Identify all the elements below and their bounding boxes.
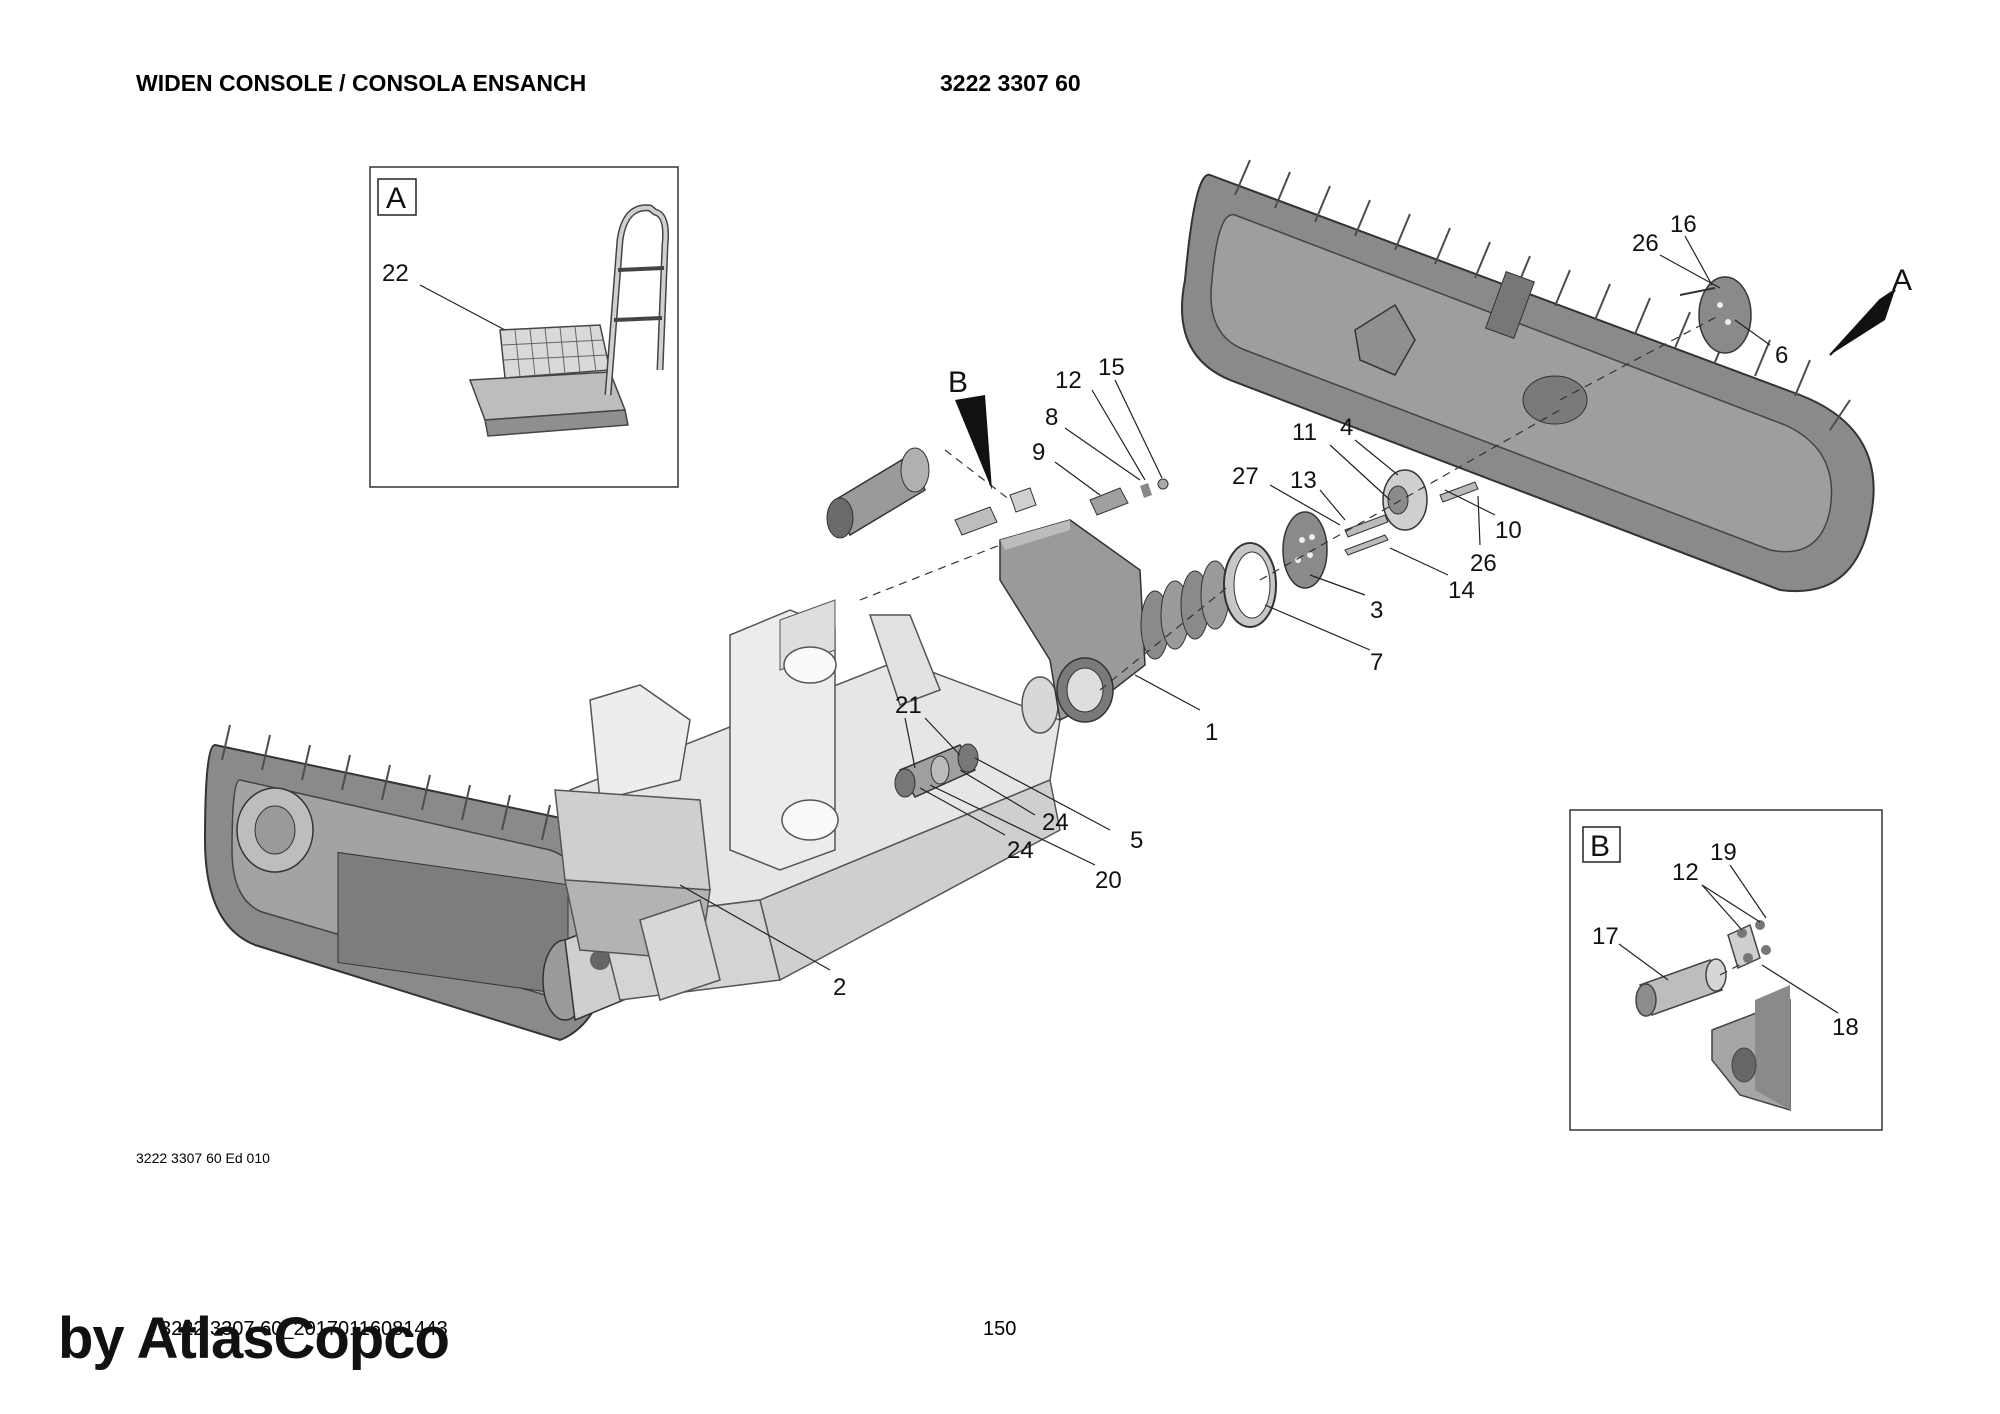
flange-plate-drawing — [1282, 511, 1328, 589]
callouts: 1 2 3 4 5 6 7 8 9 10 11 12 13 14 15 16 2 — [679, 211, 1788, 1001]
end-cap-drawing — [1679, 276, 1752, 354]
callout-27: 27 — [1232, 463, 1259, 490]
callout-7: 7 — [1370, 649, 1383, 676]
page-number: 150 — [983, 1318, 1017, 1340]
callout-24-upper: 24 — [1042, 809, 1069, 836]
cylinder-drawing — [826, 447, 930, 539]
pin-drawing — [1635, 958, 1727, 1017]
callout-21: 21 — [895, 692, 922, 719]
hub-drawing — [1344, 469, 1479, 556]
callout-6: 6 — [1775, 342, 1788, 369]
view-arrow-b — [955, 395, 992, 490]
detail-view-b-label: B — [1590, 830, 1610, 863]
callout-20: 20 — [1095, 867, 1122, 894]
callout-2: 2 — [833, 974, 846, 1001]
watermark: by AtlasCopco — [58, 1306, 450, 1371]
part-number: 3222 3307 60 — [940, 70, 1081, 96]
callout-11: 11 — [1292, 419, 1317, 446]
callout-1: 1 — [1205, 719, 1218, 746]
callout-16: 16 — [1670, 211, 1697, 238]
bracket-drawing — [1711, 985, 1791, 1112]
callout-3: 3 — [1370, 597, 1383, 624]
view-marker-a: A — [1892, 264, 1912, 297]
callout-24-lower: 24 — [1007, 837, 1034, 864]
callout-14: 14 — [1448, 577, 1475, 604]
callout-12: 12 — [1055, 367, 1082, 394]
callout-26-mid: 26 — [1470, 550, 1497, 577]
detail-view-b: B 17 12 19 18 — [1569, 809, 1883, 1131]
view-marker-b: B — [948, 366, 968, 399]
callout-12-detail-b: 12 — [1672, 859, 1699, 886]
right-crawler-track — [1181, 159, 1875, 593]
callout-17: 17 — [1592, 923, 1619, 950]
part-1-extension-arm — [999, 519, 1230, 723]
coupling-drawing — [894, 743, 979, 798]
edition-code: 3222 3307 60 Ed 010 — [136, 1150, 270, 1166]
detail-view-a-label: A — [386, 182, 406, 215]
callout-22: 22 — [382, 260, 409, 287]
callout-5: 5 — [1130, 827, 1143, 854]
callout-4: 4 — [1340, 414, 1353, 441]
bellows-drawing — [1140, 560, 1230, 660]
page-title: WIDEN CONSOLE / CONSOLA ENSANCH — [136, 70, 587, 96]
seal-ring-drawing — [1223, 542, 1277, 628]
main-frame-drawing — [554, 599, 1061, 1001]
callout-9: 9 — [1032, 439, 1045, 466]
assembly-axis-lines — [859, 314, 1721, 691]
detail-view-a: A 22 — [369, 166, 679, 488]
callout-18: 18 — [1832, 1014, 1859, 1041]
callout-10: 10 — [1495, 517, 1522, 544]
callout-15: 15 — [1098, 354, 1125, 381]
footer-document-code: 3222 3307 60_20170116081443 — [160, 1318, 448, 1340]
callout-19: 19 — [1710, 839, 1737, 866]
access-step-drawing — [468, 204, 669, 437]
small-pins-drawing — [954, 478, 1169, 536]
callout-8: 8 — [1045, 404, 1058, 431]
callout-26-top: 26 — [1632, 230, 1659, 257]
lock-plate-drawing — [1727, 920, 1771, 970]
callout-13: 13 — [1290, 467, 1317, 494]
